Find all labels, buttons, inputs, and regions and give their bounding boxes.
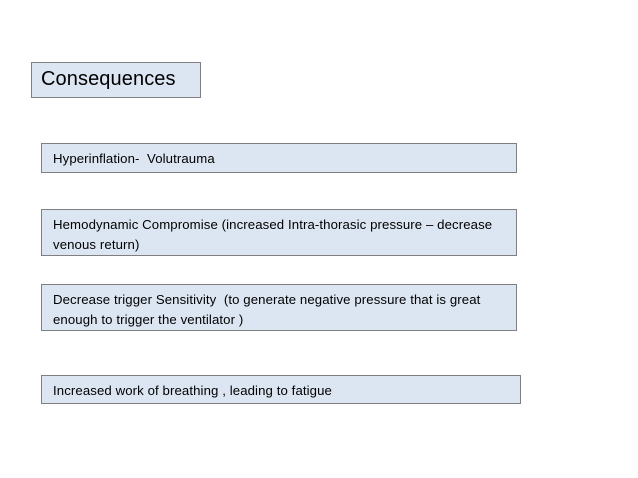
consequence-item-2[interactable]: Hemodynamic Compromise (increased Intra-… (41, 209, 517, 256)
consequence-item-4[interactable]: Increased work of breathing , leading to… (41, 375, 521, 404)
consequence-item-3[interactable]: Decrease trigger Sensitivity (to generat… (41, 284, 517, 331)
consequence-item-1[interactable]: Hyperinflation- Volutrauma (41, 143, 517, 173)
slide-title-box[interactable]: Consequences (31, 62, 201, 98)
